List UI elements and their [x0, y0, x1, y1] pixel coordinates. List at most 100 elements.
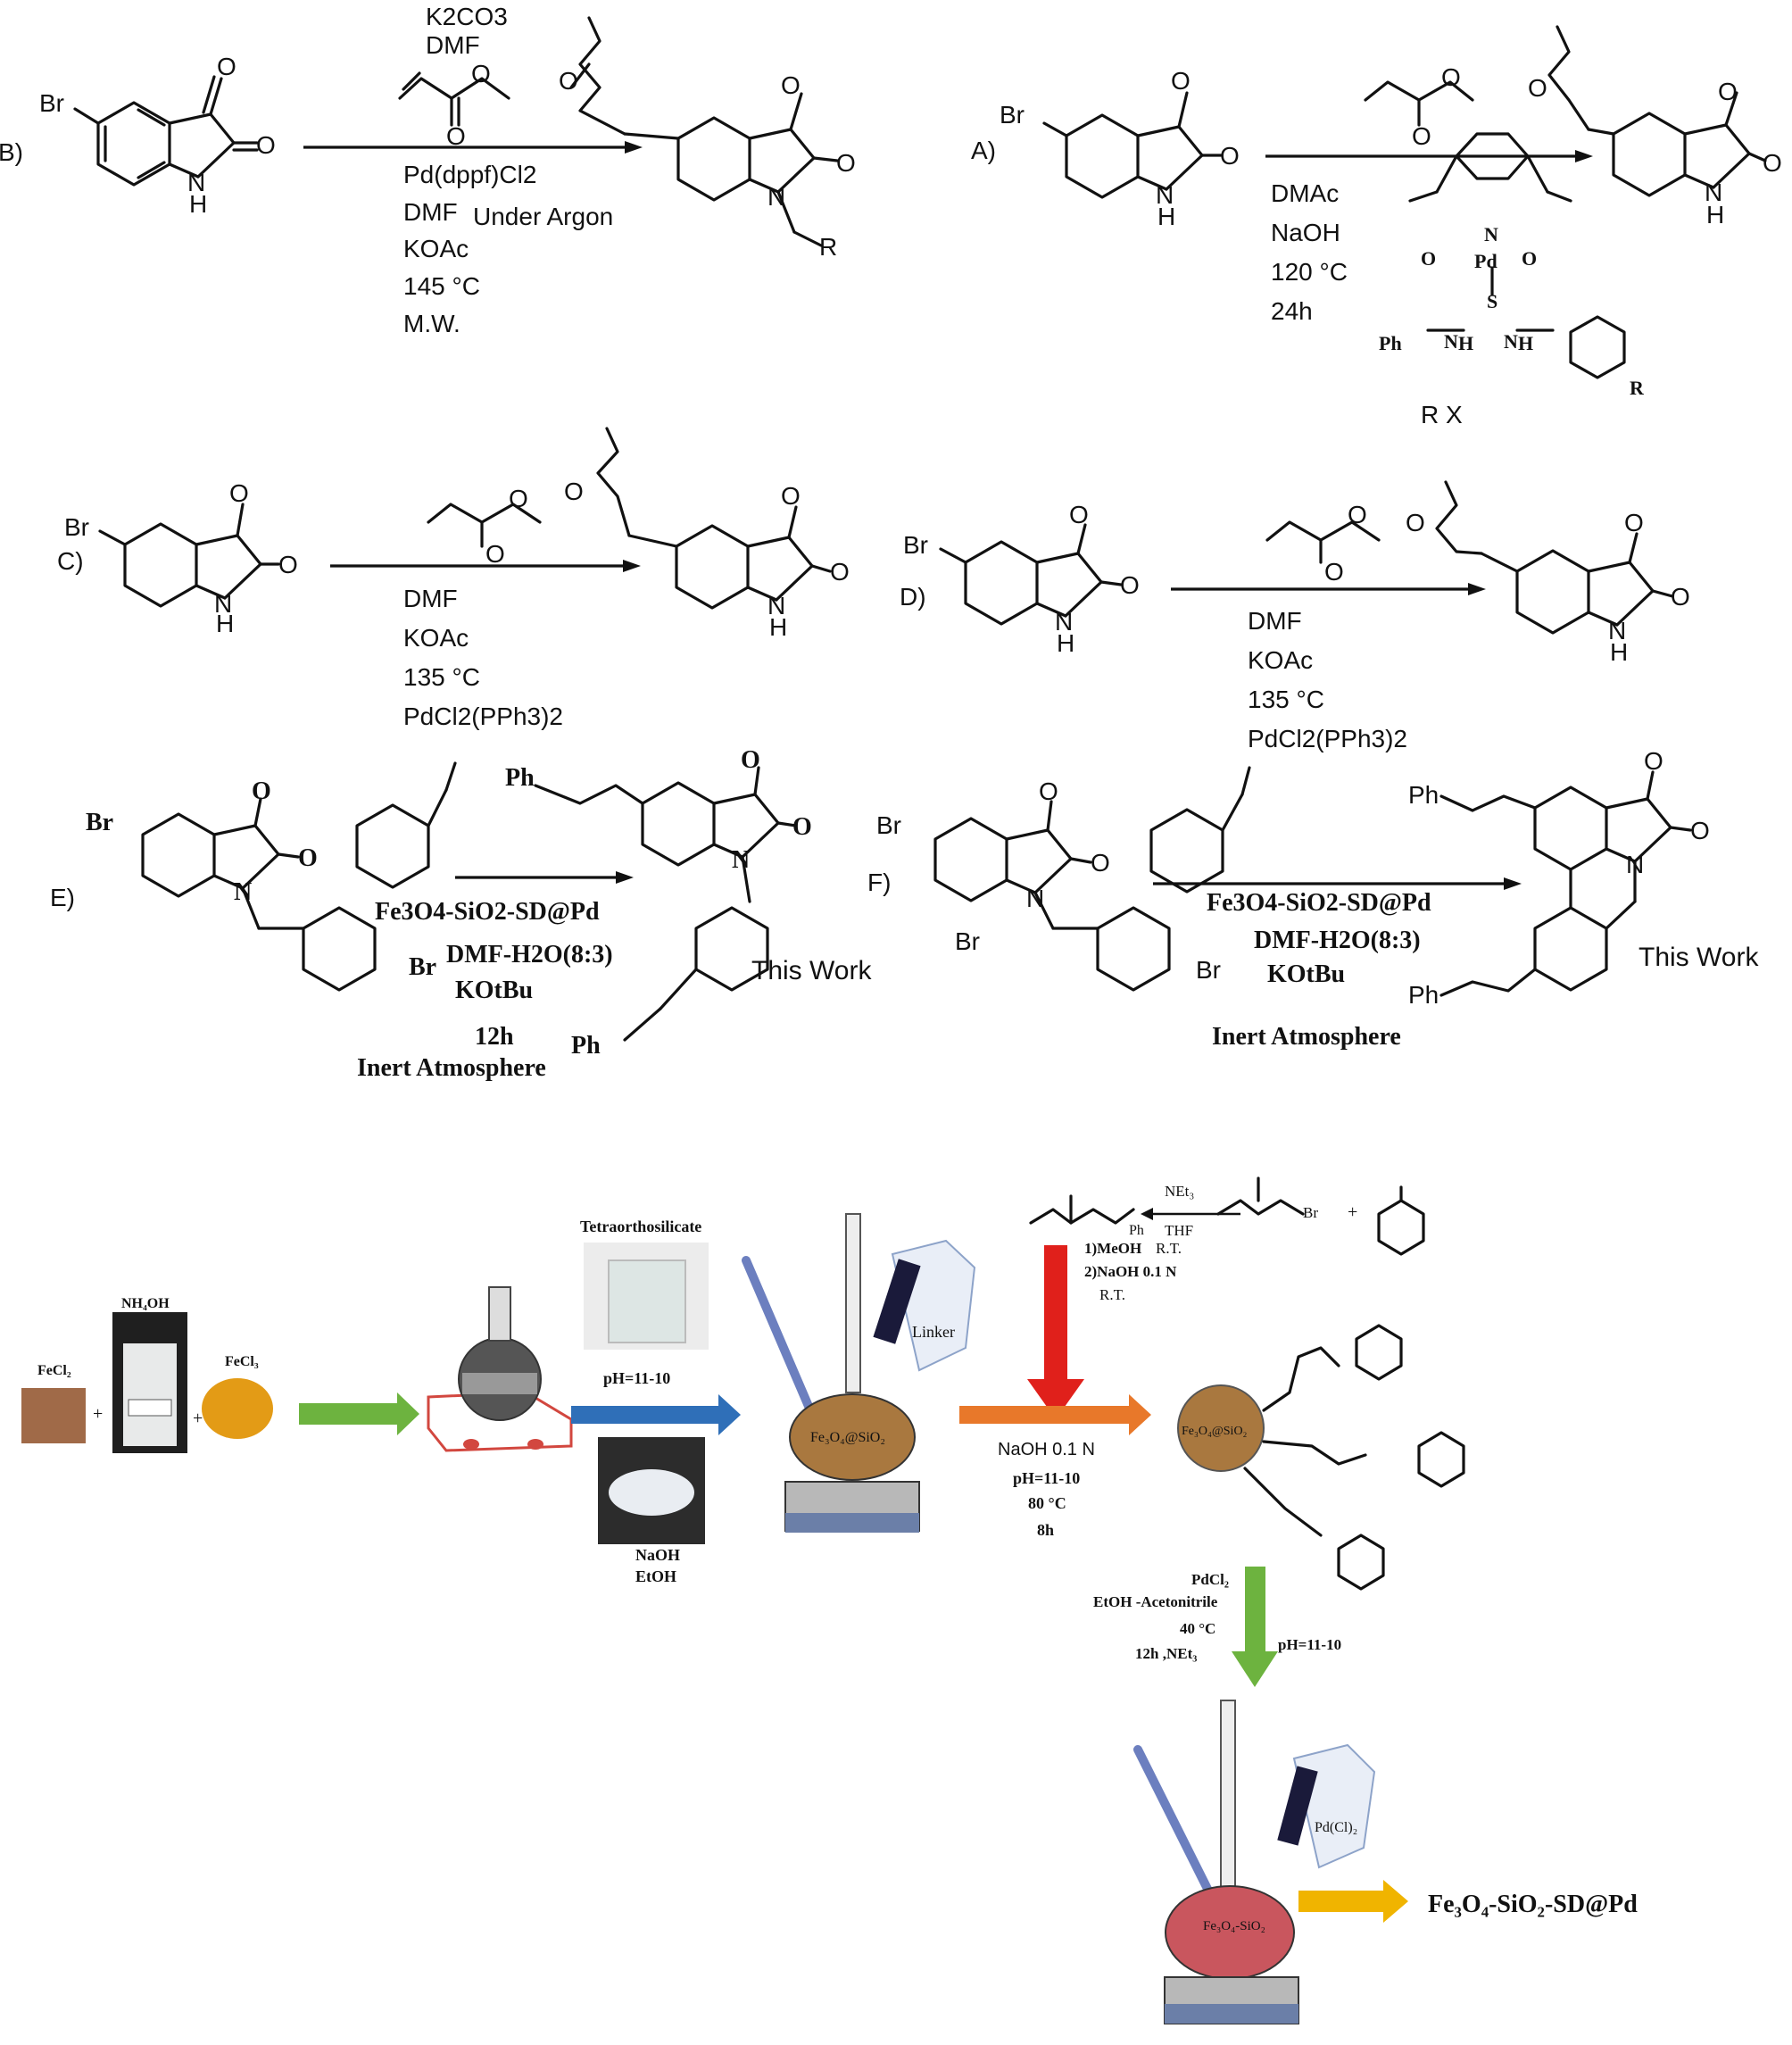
scheme-f-prod-o2: O [1690, 817, 1710, 844]
linker-label: Linker [912, 1323, 955, 1341]
step-naoh: NaOH 0.1 N [998, 1440, 1095, 1459]
scheme-f-solvent: DMF-H2O(8:3) [1254, 927, 1421, 954]
scheme-c-o1: O [229, 479, 249, 507]
scheme-d: D) Br O O N H O O R X DMF KOAc 135 °C Pd… [900, 401, 1690, 752]
scheme-b-prod-o3: O [836, 149, 856, 177]
scheme-b-dmf-top: DMF [426, 31, 480, 59]
scheme-a-lig-o1: O [1421, 247, 1436, 270]
scheme-a-methyl-acrylate: O O [1364, 63, 1474, 150]
scheme-c-reactant: Br O O N H [64, 479, 298, 637]
linker-br: Br [1303, 1204, 1318, 1221]
scheme-a-prod-n: N [1705, 179, 1722, 206]
scheme-f-base: KOtBu [1267, 960, 1345, 988]
scheme-e-prod-ph2: Ph [571, 1032, 601, 1060]
scheme-a-acrylate-o2: O [1412, 122, 1431, 150]
scheme-d-o1: O [1069, 501, 1089, 528]
scheme-a-pd-ligand: N O O Pd S Ph N H N H R [1379, 132, 1645, 399]
ph-label-1: pH=11-10 [603, 1369, 670, 1387]
scheme-a-base: NaOH [1271, 219, 1340, 246]
scheme-a-lig-h2: H [1518, 332, 1533, 354]
pd-step-ph: pH=11-10 [1278, 1636, 1341, 1653]
linker-net3: NEt₃ [1165, 1183, 1194, 1200]
fecl2-photo [21, 1388, 86, 1443]
sphere-label: Fe₃O₄@SiO₂ [1182, 1425, 1248, 1438]
catalyst-synthesis: FeCl₂ + NH₄OH + FeCl₃ Tetraorthosilicate… [21, 1176, 1638, 2024]
scheme-d-prod-o: O [1406, 509, 1425, 536]
scheme-e-solvent: DMF-H2O(8:3) [446, 941, 613, 968]
scheme-c-prod-n: N [767, 592, 785, 619]
scheme-c-product: O O O N H [564, 427, 850, 641]
pd-step-solvent: EtOH -Acetonitrile [1093, 1593, 1218, 1610]
scheme-f-prod-ph1: Ph [1408, 781, 1439, 809]
scheme-d-label: D) [900, 583, 926, 611]
reactor-1: Linker Fe₃O₄@SiO₂ [742, 1213, 976, 1533]
scheme-e-reactant: Br O O N Br [86, 777, 436, 992]
scheme-b-temp: 145 °C [403, 272, 480, 300]
scheme-a-solvent: DMAc [1271, 179, 1339, 207]
scheme-c-label: C) [57, 547, 84, 575]
scheme-a-lig-n2: N [1504, 330, 1518, 353]
scheme-a-o2: O [1220, 142, 1240, 170]
scheme-f-this-work: This Work [1639, 943, 1759, 972]
linker-rt1: R.T. [1156, 1240, 1182, 1257]
scheme-c-br: Br [64, 513, 89, 541]
scheme-d-prod-n: N [1608, 617, 1626, 644]
scheme-d-prod-h: H [1610, 638, 1628, 666]
scheme-a-prod-o3: O [1763, 149, 1782, 177]
scheme-a-prod-o: O [1528, 74, 1547, 102]
scheme-e: E) Br O O N Br Fe3O4-SiO2-SD@Pd DMF-H2O(… [50, 746, 872, 1082]
scheme-d-acrylate-o: O [1348, 501, 1367, 528]
scheme-d-o2: O [1120, 571, 1140, 599]
scheme-a-prod-o2: O [1718, 78, 1738, 105]
plus-sign-3: + [1348, 1202, 1357, 1222]
scheme-d-br: Br [903, 531, 928, 559]
scheme-f-br3: Br [1196, 956, 1221, 984]
scheme-e-catalyst: Fe3O4-SiO2-SD@Pd [375, 898, 600, 926]
scheme-b-product: O O O N R [559, 16, 856, 261]
scheme-a-prod-h: H [1706, 201, 1724, 229]
scheme-b-n: N [187, 169, 205, 196]
scheme-e-label: E) [50, 884, 75, 911]
scheme-a-h: H [1157, 203, 1175, 230]
scheme-b-catalyst: Pd(dppf)Cl2 [403, 161, 536, 188]
scheme-a: A) Br O O N H O O DMAc NaOH 120 °C 24h [971, 25, 1782, 399]
scheme-a-temp: 120 °C [1271, 258, 1348, 286]
green-arrow-down [1232, 1567, 1278, 1687]
scheme-b-atmosphere: Under Argon [473, 203, 613, 230]
scheme-b-base: KOAc [403, 235, 469, 262]
scheme-d-solvent: DMF [1248, 607, 1302, 635]
scheme-f-o2: O [1091, 849, 1110, 877]
scheme-c-prod-o2: O [781, 482, 801, 510]
scheme-b-solvent: DMF [403, 198, 458, 226]
scheme-f-o1: O [1039, 777, 1058, 805]
reactor-1-label: Fe₃O₄@SiO₂ [810, 1430, 885, 1445]
scheme-d-alkyl-halide: R X [1421, 401, 1463, 428]
scheme-c-h: H [216, 610, 234, 637]
scheme-e-o1: O [252, 777, 271, 805]
scheme-b-o1: O [217, 53, 236, 80]
scheme-a-label: A) [971, 137, 996, 164]
linker-step1: 1)MeOH [1084, 1240, 1141, 1257]
linker-rt2: R.T. [1099, 1286, 1125, 1303]
scheme-a-o1: O [1171, 67, 1191, 95]
scheme-a-lig-o2: O [1522, 247, 1537, 270]
step-temp: 80 °C [1028, 1494, 1066, 1512]
pd-step-pdcl2: PdCl₂ [1191, 1571, 1229, 1588]
pdcl2-flag: Pd(Cl)₂ [1315, 1820, 1357, 1835]
scheme-b: B) Br O O N H K2CO3 DMF O O Pd(dppf)Cl2 [0, 3, 856, 337]
scheme-e-br2: Br [409, 953, 436, 981]
scheme-f-styrene [1149, 808, 1224, 894]
linker-ph: Ph [1129, 1223, 1144, 1238]
etoh-label: EtOH [635, 1567, 676, 1585]
scheme-b-k2co3: K2CO3 [426, 3, 508, 30]
scheme-c-methyl-acrylate: O O [427, 485, 542, 568]
scheme-f-n: N [1026, 885, 1044, 912]
scheme-a-acrylate-o: O [1441, 63, 1461, 91]
scheme-a-n: N [1156, 181, 1174, 209]
blue-arrow [571, 1394, 741, 1435]
scheme-b-label: B) [0, 138, 23, 166]
scheme-e-prod-o1: O [741, 746, 760, 774]
scheme-c-prod-o: O [564, 478, 584, 505]
scheme-c-prod-h: H [769, 613, 787, 641]
scheme-f-prod-ph2: Ph [1408, 981, 1439, 1009]
